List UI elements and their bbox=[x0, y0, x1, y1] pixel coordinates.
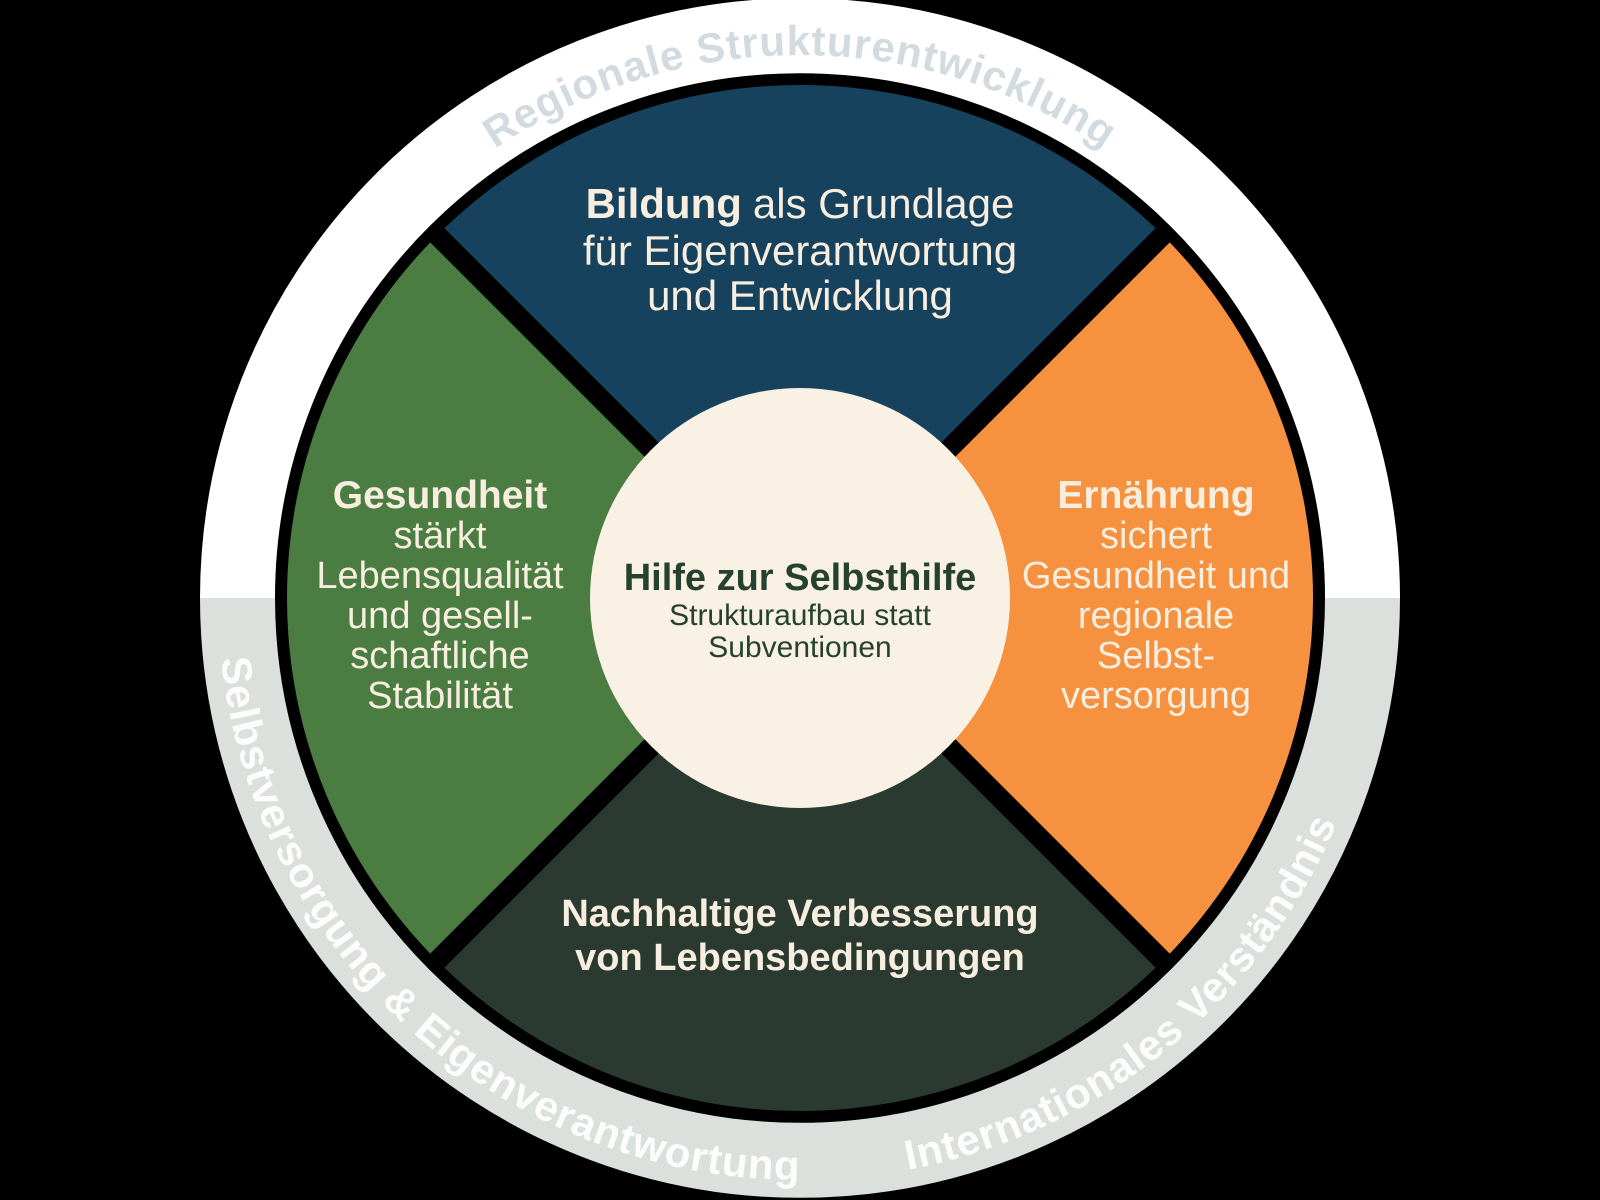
gesundheit-line-4: schaftliche bbox=[350, 635, 530, 677]
bildung-line-2: für Eigenverantwortung bbox=[583, 227, 1017, 274]
quadrant-nachhaltigkeit-textblock: Nachhaltige Verbesserung von Lebensbedin… bbox=[561, 893, 1038, 979]
center-subtitle-line-2: Subventionen bbox=[708, 631, 892, 664]
ernaehrung-line-2: Gesundheit und bbox=[1022, 555, 1290, 597]
gesundheit-line-3: und gesell- bbox=[347, 595, 533, 637]
gesundheit-line-5: Stabilität bbox=[367, 675, 513, 717]
center-title: Hilfe zur Selbsthilfe bbox=[624, 557, 977, 599]
ernaehrung-line-1: sichert bbox=[1100, 515, 1212, 557]
gesundheit-line-2: Lebensqualität bbox=[316, 555, 564, 597]
ernaehrung-heading: Ernährung bbox=[1057, 474, 1254, 517]
ernaehrung-line-4: Selbst- bbox=[1097, 635, 1215, 677]
bildung-heading: Bildung bbox=[586, 180, 742, 227]
gesundheit-line-1: stärkt bbox=[394, 515, 487, 557]
ernaehrung-line-3: regionale bbox=[1078, 595, 1234, 637]
center-textblock: Hilfe zur Selbsthilfe Strukturaufbau sta… bbox=[624, 557, 977, 664]
nachhaltigkeit-line-2: von Lebensbedingungen bbox=[575, 937, 1025, 979]
quadrant-ernaehrung bbox=[800, 235, 1314, 961]
bildung-line-1-rest: als Grundlage bbox=[753, 180, 1015, 227]
quadrant-bildung bbox=[437, 84, 1163, 598]
quadrant-gesundheit-textblock: Gesundheit stärkt Lebensqualität und ges… bbox=[316, 474, 564, 717]
bildung-line-3: und Entwicklung bbox=[647, 272, 953, 319]
gesundheit-heading: Gesundheit bbox=[333, 474, 548, 517]
quadrant-gesundheit bbox=[286, 235, 801, 961]
quadrant-ernaehrung-textblock: Ernährung sichert Gesundheit und regiona… bbox=[1022, 474, 1290, 717]
outer-ring-top-half bbox=[200, 0, 1400, 599]
quadrant-nachhaltigkeit bbox=[437, 598, 1163, 1112]
center-subtitle-line-1: Strukturaufbau statt bbox=[669, 599, 931, 632]
nachhaltigkeit-line-1: Nachhaltige Verbesserung bbox=[561, 893, 1038, 935]
center-circle bbox=[590, 388, 1010, 808]
ernaehrung-line-5: versorgung bbox=[1061, 675, 1251, 717]
outer-ring-bottom-half bbox=[200, 597, 1400, 1198]
